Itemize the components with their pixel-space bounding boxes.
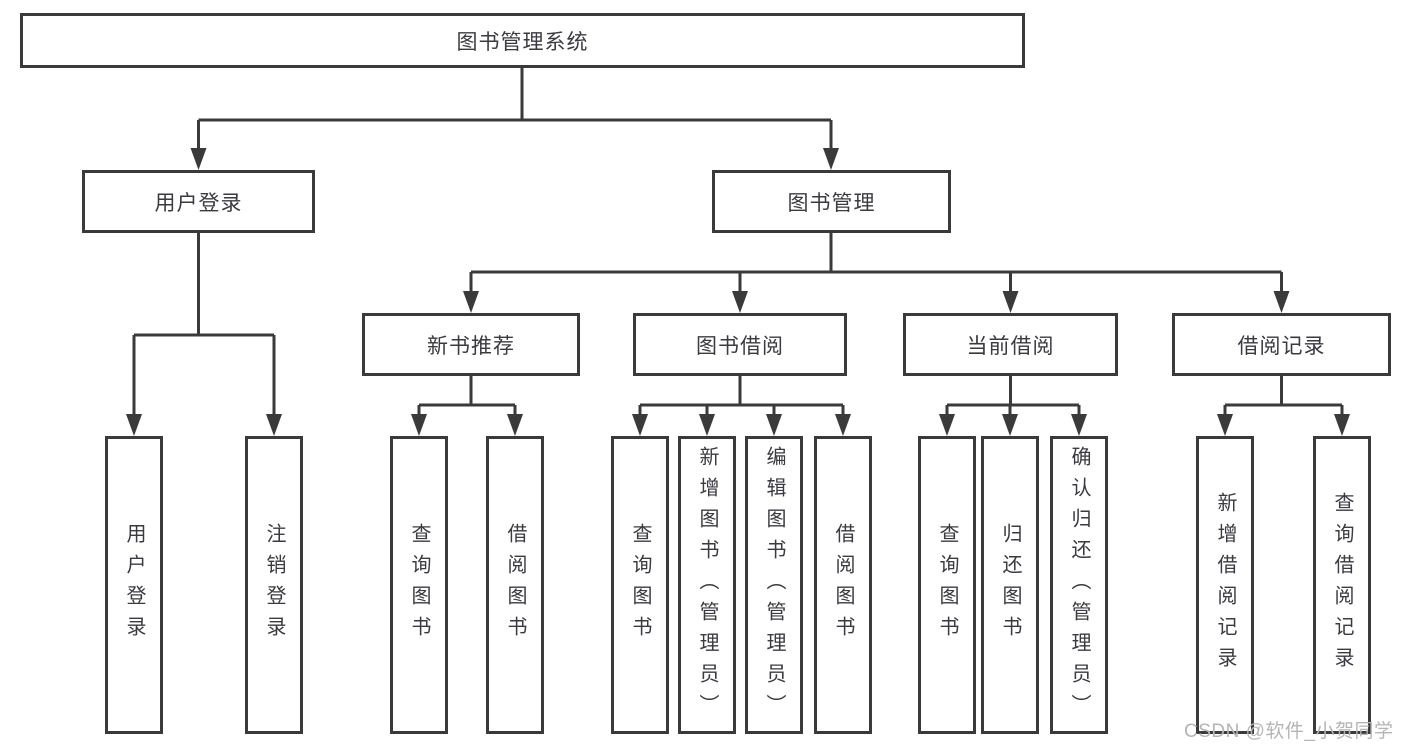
node-label: 图书借阅	[696, 334, 784, 358]
node-label: 新增借阅记录	[1214, 492, 1236, 678]
node-query-books: 查询图书	[918, 436, 976, 734]
node-book-borrowing: 图书借阅	[633, 313, 847, 376]
node-confirm-return-admin: 确认归还（管理员）	[1050, 436, 1108, 734]
node-label: 查询借阅记录	[1331, 492, 1353, 678]
node-user-login-action: 用户登录	[105, 436, 163, 734]
node-label: 用户登录	[154, 191, 243, 215]
node-query-borrow-record: 查询借阅记录	[1313, 436, 1371, 734]
node-root-library-system: 图书管理系统	[20, 13, 1025, 68]
csdn-watermark: CSDN @软件_小贺同学	[1184, 721, 1394, 742]
node-query-books: 查询图书	[390, 436, 448, 734]
node-label: 新增图书（管理员）	[696, 445, 718, 725]
node-label: 归还图书	[999, 523, 1021, 647]
node-book-management: 图书管理	[712, 170, 951, 233]
node-label: 编辑图书（管理员）	[763, 445, 785, 725]
node-label: 新书推荐	[427, 334, 515, 358]
node-label: 查询图书	[408, 523, 430, 647]
node-user-login: 用户登录	[82, 170, 315, 233]
node-label: 查询图书	[936, 523, 958, 647]
node-borrowing-records: 借阅记录	[1172, 313, 1391, 376]
node-label: 注销登录	[263, 523, 285, 647]
node-borrow-books: 借阅图书	[814, 436, 872, 734]
node-logout-action: 注销登录	[245, 436, 303, 734]
node-return-books: 归还图书	[981, 436, 1039, 734]
node-label: 借阅图书	[832, 523, 854, 647]
node-label: 图书管理系统	[456, 30, 589, 54]
node-add-books-admin: 新增图书（管理员）	[678, 436, 736, 734]
node-new-book-recommend: 新书推荐	[362, 313, 580, 376]
node-label: 图书管理	[787, 191, 876, 215]
node-label: 用户登录	[123, 523, 145, 647]
node-add-borrow-record: 新增借阅记录	[1196, 436, 1254, 734]
node-label: 查询图书	[629, 523, 651, 647]
node-edit-books-admin: 编辑图书（管理员）	[745, 436, 803, 734]
node-label: 当前借阅	[966, 334, 1055, 358]
node-query-books: 查询图书	[611, 436, 669, 734]
node-label: 借阅图书	[504, 523, 526, 647]
node-borrow-books: 借阅图书	[486, 436, 544, 734]
node-label: 借阅记录	[1237, 334, 1326, 358]
node-label: 确认归还（管理员）	[1068, 445, 1090, 725]
node-current-borrowing: 当前借阅	[903, 313, 1118, 376]
